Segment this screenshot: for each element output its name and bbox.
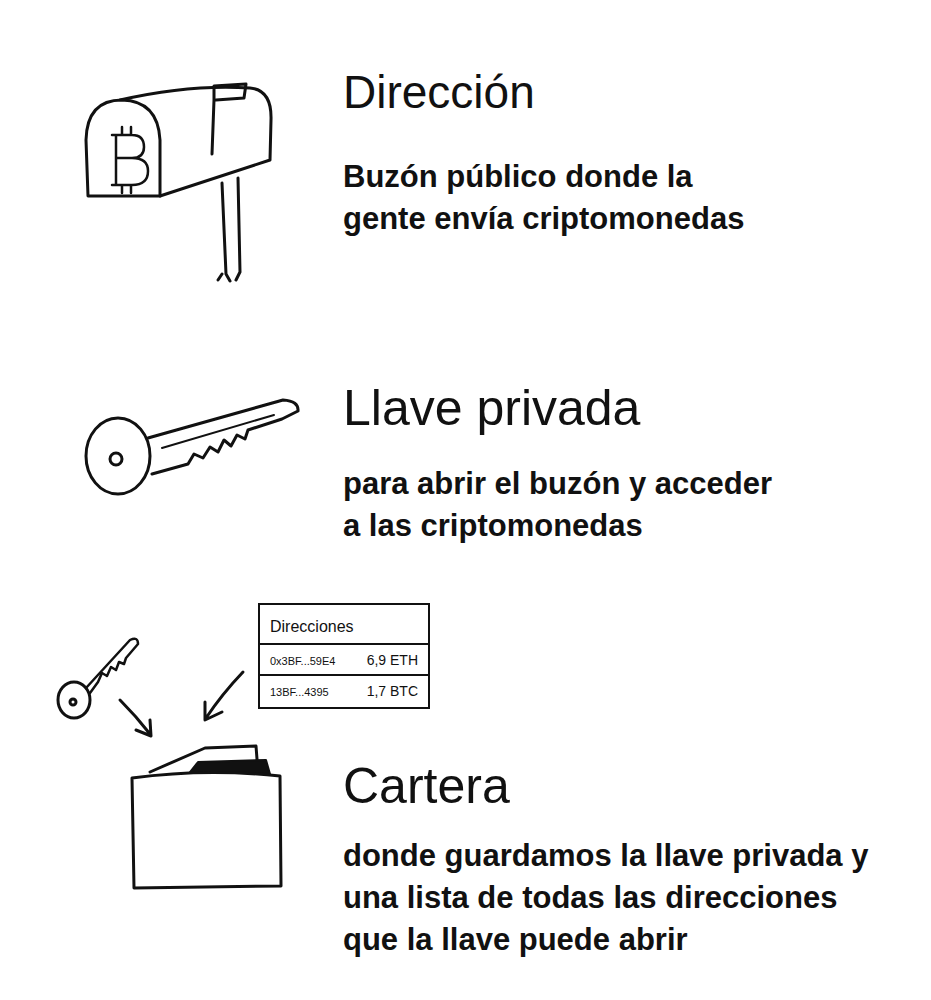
- section-description: Buzón público donde la gente envía cript…: [343, 156, 763, 240]
- table-cell: 13BF...4395: [270, 686, 329, 698]
- table-row: Direcciones: [260, 605, 428, 643]
- mailbox-post: [218, 178, 240, 281]
- key-groove: [162, 415, 274, 448]
- pointer-arrow: [120, 700, 151, 736]
- section-description: donde guardamos la llave privada y una l…: [343, 835, 873, 961]
- table-cell: 6,9 ETH: [367, 652, 418, 668]
- key-hole: [70, 699, 76, 705]
- table-cell: 1,7 BTC: [367, 683, 418, 699]
- key-hole: [110, 453, 122, 465]
- mailbox-icon: [86, 84, 271, 281]
- mailbox-front: [86, 100, 160, 196]
- key-shaft: [86, 639, 138, 693]
- table-header: Direcciones: [270, 618, 354, 636]
- section-title: Llave privada: [343, 380, 843, 438]
- section-title: Dirección: [343, 66, 843, 119]
- section-title: Cartera: [343, 758, 843, 816]
- wallet-icon: [132, 746, 281, 888]
- mailbox-flag: [212, 84, 246, 154]
- key-bow: [86, 418, 150, 494]
- section-description: para abrir el buzón y acceder a las crip…: [343, 463, 793, 547]
- table-row: 13BF...4395 1,7 BTC: [260, 674, 428, 707]
- key-shaft: [148, 400, 298, 474]
- wallet-body: [132, 772, 281, 888]
- table-cell: 0x3BF...59E4: [270, 655, 335, 667]
- table-row: 0x3BF...59E4 6,9 ETH: [260, 643, 428, 674]
- pointer-arrow: [205, 672, 243, 720]
- bitcoin-symbol: [112, 127, 148, 193]
- key-icon: [86, 400, 298, 494]
- address-table: Direcciones 0x3BF...59E4 6,9 ETH 13BF...439…: [258, 603, 430, 709]
